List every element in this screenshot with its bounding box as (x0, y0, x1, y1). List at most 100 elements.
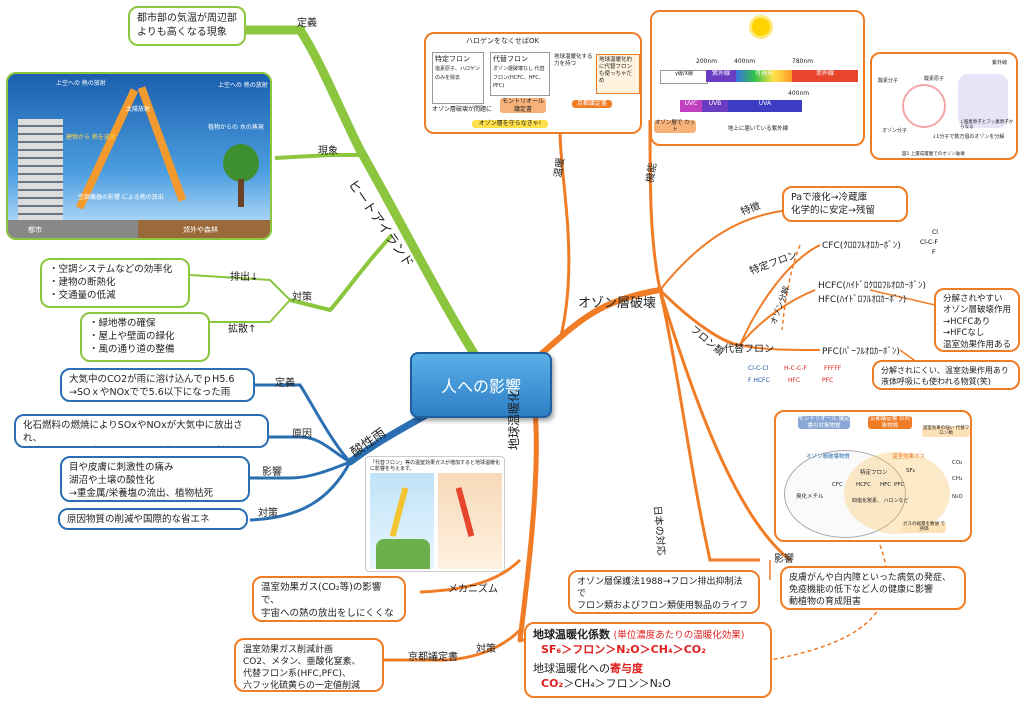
warming-measures-label: 対策 (476, 644, 496, 655)
contrib-title-a: 地球温暖化への (533, 661, 610, 675)
hcfc-note-node[interactable]: 分解されやすい オゾン層破壊作用 →HCFCあり →HFCなし 温室効果作用ある (934, 288, 1020, 352)
uv-rays: γ線/X線 (660, 70, 708, 84)
cycle-o2: 酸素分子 (878, 78, 899, 84)
cycle-bg (958, 74, 1008, 128)
svg-text:FFFFF: FFFFF (824, 365, 842, 372)
fd-t3: 塩素原子、ハロゲンのみを除去 (435, 65, 481, 81)
venn-kyoto: 京都議定書 の対象物質 (868, 416, 912, 430)
cycle-caption: 図1 上層成層圏でのオゾン破壊 (902, 152, 965, 157)
img-up-heat-2: 上空への 熱の放射 (218, 82, 268, 89)
uv-400: 400nm (734, 58, 756, 65)
venn-ghg: 温室効果ガス (892, 454, 926, 460)
svg-text:F HCFC: F HCFC (748, 377, 770, 384)
svg-text:Cl-C-F: Cl-C-F (920, 239, 938, 246)
ozone-impact-label: 影響 (774, 554, 794, 565)
img-building-heat: 建物から 熱を放射 (66, 134, 116, 141)
fd-t1: ハロゲンをなくせばOK (466, 37, 540, 45)
central-topic[interactable]: 人への影響 (410, 352, 552, 418)
branch-warming[interactable]: 地球温暖化 (507, 389, 521, 450)
hcfc-label[interactable]: HCFC(ﾊｲﾄﾞﾛｸﾛﾛﾌﾙｵﾛｶｰﾎﾞﾝ) (818, 281, 927, 291)
central-topic-label: 人への影響 (440, 377, 521, 396)
heat-expand-node[interactable]: ・緑地帯の確保 ・屋上や壁面の緑化 ・風の通り道の整備 (80, 312, 210, 362)
sun-icon (752, 18, 770, 36)
svg-text:H-C-C-F: H-C-C-F (784, 365, 807, 372)
venn-ch4: CH₄ (952, 476, 963, 482)
heat-expand-label: 拡散↑ (228, 324, 257, 335)
ozone-ghg-venn: モントリオール 議定書の対象物質 京都議定書 の対象物質 温室効果の強い 代替フ… (774, 410, 972, 542)
svg-text:Cl-C-Cl: Cl-C-Cl (748, 365, 769, 372)
fd-box1: 特定フロン 塩素原子、ハロゲンのみを除去 (432, 52, 484, 104)
acid-impact-node[interactable]: 目や皮膚に刺激性の痛み 湖沼や土壌の酸性化 →重金属/栄養塩の流出、植物枯死 (60, 456, 250, 502)
fd-t8: オゾン層破壊が問題に (432, 106, 493, 113)
coef-sub: (単位濃度あたりの温暖化効果) (613, 630, 745, 641)
venn-hfc: HFC (880, 482, 892, 488)
heat-island-illustration: 上空への 熱の放射 上空への 熱の放射 太陽放射 建物から 熱を放射 空調機器の… (6, 72, 272, 240)
branch-ozone[interactable]: オゾン層破壊 (578, 296, 657, 311)
contrib-order-b: ＞CH₄＞フロン＞N₂O (563, 676, 671, 690)
road-shape (8, 220, 138, 238)
venn-n2o: N₂O (952, 494, 963, 500)
venn-ozone-dep: オゾン層破壊物質 (806, 454, 851, 460)
acid-cause-node[interactable]: 化石燃料の燃焼によりSOxやNOxが大気中に放出され、 硫酸イオン、硝酸イオンな… (14, 414, 269, 448)
venn-montreal: モントリオール 議定書の対象物質 (798, 416, 850, 430)
uv-ground: 地上に届いている紫外線 (727, 126, 789, 132)
contrib-title-b: 寄与度 (610, 661, 643, 675)
fd-t9: モントリオール議定書 (500, 98, 546, 113)
flon-structures-icon: Cl-C-Cl F HCFC H-C-C-F HFC FFFFF PFC (748, 365, 842, 384)
venn-flon: 特定フロン (860, 470, 888, 476)
cycle-o: 酸素原子 (924, 76, 945, 82)
cycle-ring (902, 84, 946, 128)
img-sun-rad: 太陽放射 (126, 106, 151, 113)
acid-def-node[interactable]: 大気中のCO2が雨に溶け込んでｐH5.6 →SOｘやNOxでで5.6以下になった… (60, 368, 255, 402)
acid-measures-node[interactable]: 原因物質の削減や国際的な省エネ (58, 508, 248, 530)
venn-hcfc: HCFC (856, 482, 871, 488)
svg-text:HFC: HFC (788, 377, 800, 384)
acid-img-caption: 「代替フロン」等の温室効果ガスが増加すると地球温暖化に影響を与えます。 (370, 460, 501, 472)
heat-def-node[interactable]: 都市部の気温が周辺部 よりも高くなる現象 (128, 6, 246, 46)
uv-spectrum-diagram: 200nm 400nm 780nm γ線/X線 紫外線 可視光 赤外線 400n… (650, 10, 865, 146)
heat-measures-label: 対策 (292, 292, 312, 303)
fd-t11: オゾン層を守らなきゃ! (472, 120, 548, 128)
pfc-note-node[interactable]: 分解されにくい、温室効果作用あり 液体呼吸にも使われる物質(笑) (872, 360, 1020, 390)
fd-t2: 特定フロン (435, 55, 470, 63)
hfc-label[interactable]: HFC(ﾊｲﾄﾞﾛﾌﾙｵﾛｶｰﾎﾞﾝ) (818, 295, 907, 305)
acid-def-label: 定義 (275, 378, 295, 389)
cycle-note: ↓塩素原子とフッ素原子からなる (960, 120, 1014, 131)
ozone-impact-node[interactable]: 皮膚がんや白内障といった病気の発症、 免疫機能の低下など人の健康に影響 動植物の… (780, 566, 966, 610)
venn-methyl: 臭化メチル (796, 494, 824, 500)
soil-shape (138, 220, 270, 238)
uv-visible: 可視光 (736, 70, 792, 82)
contrib-order-a: CO₂ (541, 676, 564, 690)
uv-400b: 400nm (788, 90, 810, 97)
coef-title: 地球温暖化係数 (533, 628, 610, 641)
img-up-heat: 上空への 熱の放射 (56, 80, 106, 87)
heat-emission-label: 排出↓ (230, 272, 259, 283)
fd-t7: 地球温暖化的に代替フロンも使っちゃだめ (596, 54, 640, 94)
japan-law-node[interactable]: オゾン層保護法1988→フロン排出抑制法で フロン類およびフロン類使用製品のライ… (568, 570, 760, 614)
cfc-label[interactable]: CFC(ｸﾛﾛﾌﾙｵﾛｶｰﾎﾞﾝ) (822, 241, 901, 251)
ozone-cycle-diagram: 酸素分子 酸素原子 オゾン分子 紫外線 ↓塩素原子とフッ素原子からなる ↓1分子… (870, 52, 1018, 160)
pfc-label[interactable]: PFC(ﾊﾟｰﾌﾙｵﾛｶｰﾎﾞﾝ) (822, 347, 900, 357)
acid-illustration: 「代替フロン」等の温室効果ガスが増加すると地球温暖化に影響を与えます。 (365, 456, 505, 572)
heat-emission-node[interactable]: ・空調システムなどの効率化 ・建物の断熱化 ・交通量の低減 (40, 258, 190, 308)
features-node[interactable]: Paで液化→冷蔵庫 化学的に安定→残留 (782, 186, 908, 222)
uv-cut: オゾン層で カット (654, 120, 696, 134)
svg-text:F: F (932, 249, 936, 256)
cycle-uv: 紫外線 (992, 60, 1008, 66)
tree-trunk (238, 179, 244, 207)
tree-icon (223, 144, 259, 182)
uv-uvb: UVB (702, 100, 728, 112)
building-shape (18, 119, 63, 229)
venn-sf6: SF₆ (906, 468, 915, 474)
venn-halon: 四塩化炭素、 ハロンなど (852, 498, 909, 504)
acid-impact-label: 影響 (262, 467, 282, 478)
sun-ray-shape-2 (137, 86, 187, 202)
warming-mech-node[interactable]: 温室効果ガス(CO₂等)の影響で、 宇宙への熱の放出をしにくくな ってきている (252, 576, 406, 622)
svg-text:Cl: Cl (932, 229, 938, 236)
img-forest: 郊外や森林 (183, 226, 218, 234)
warming-kyoto-node[interactable]: 温室効果ガス削減計画 CO2、メタン、亜酸化窒素、 代替フロン系(HFC,PFC… (234, 638, 384, 692)
acid-measures-label: 対策 (258, 508, 278, 519)
warming-coef-node[interactable]: 地球温暖化係数 (単位濃度あたりの温暖化効果) SF₆＞フロン＞N₂O＞CH₄＞… (524, 622, 772, 698)
venn-circle-ozone (784, 450, 906, 538)
